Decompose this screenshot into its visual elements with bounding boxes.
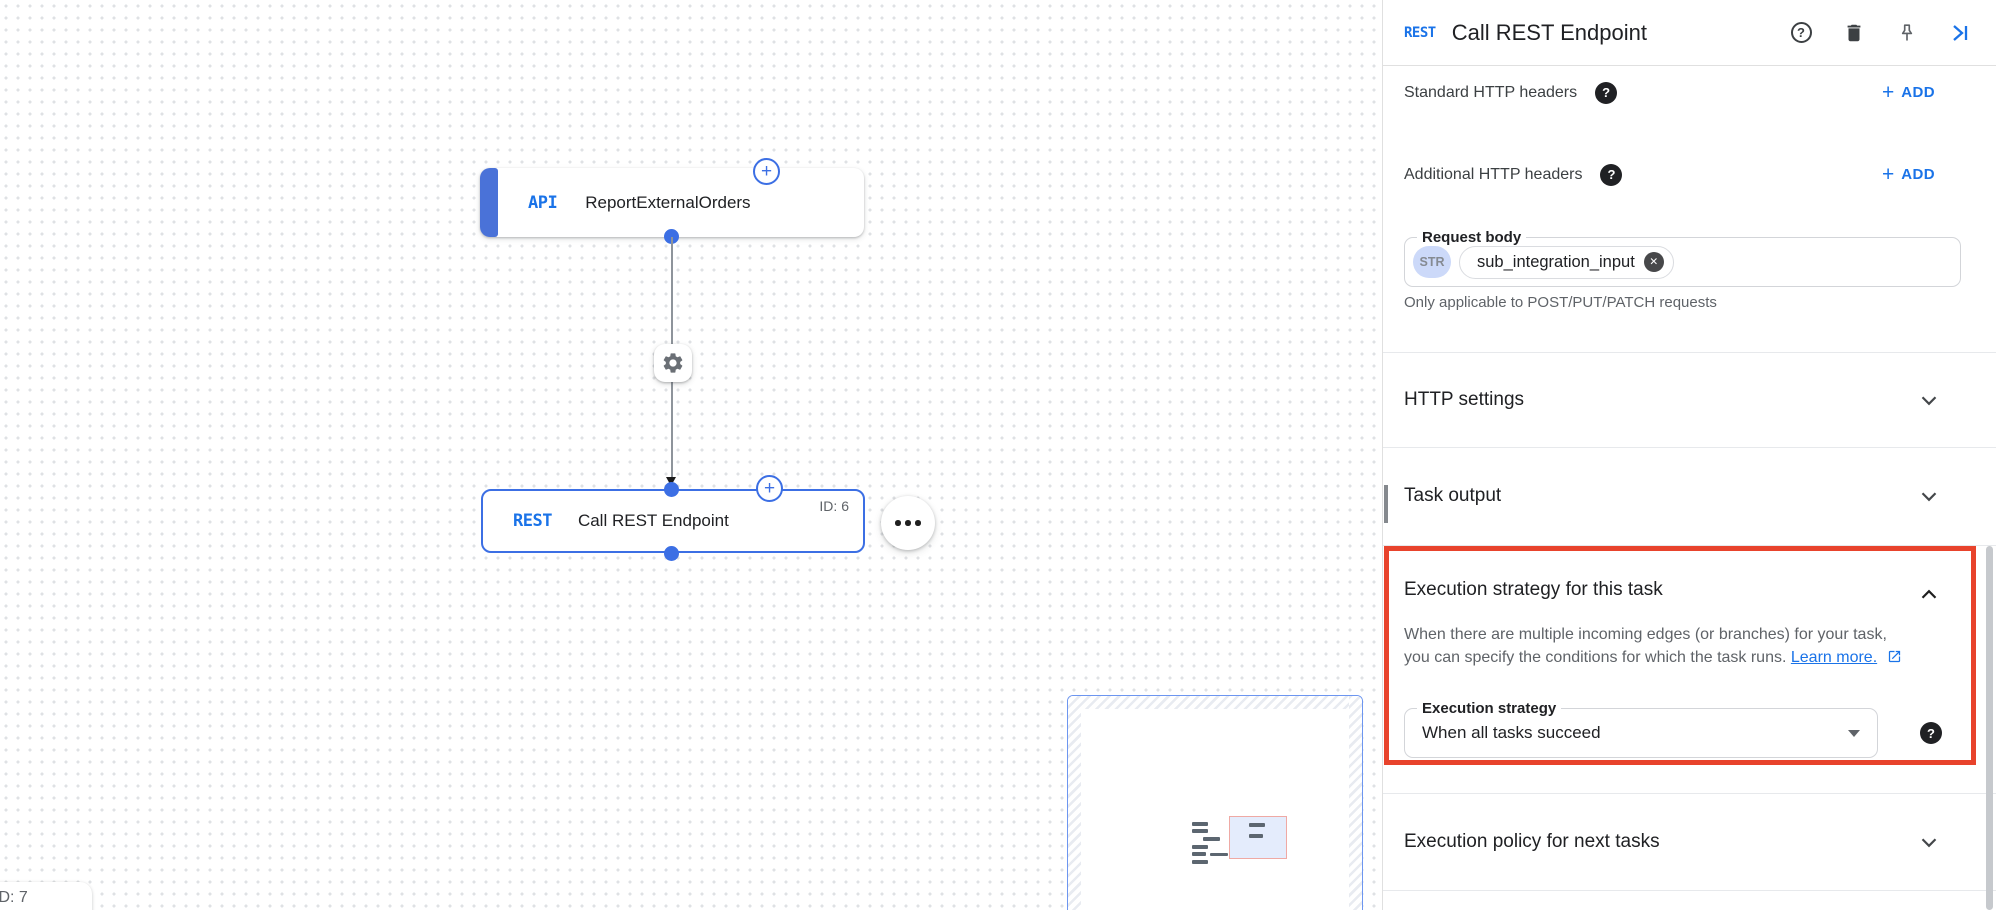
- node-title: ReportExternalOrders: [585, 192, 751, 212]
- edge-condition-button[interactable]: [654, 344, 692, 382]
- rest-badge: REST: [1404, 24, 1436, 41]
- add-additional-header-button[interactable]: + ADD: [1882, 163, 1935, 186]
- task-config-panel: REST Call REST Endpoint ?: [1382, 0, 1996, 910]
- request-body-label: Request body: [1417, 229, 1527, 246]
- help-icon[interactable]: ?: [1920, 722, 1942, 744]
- minimap[interactable]: [1067, 695, 1363, 910]
- divider: [1383, 545, 1996, 546]
- gear-icon: [663, 353, 683, 373]
- learn-more-link[interactable]: Learn more.: [1790, 649, 1878, 666]
- delete-task-button[interactable]: [1842, 21, 1866, 45]
- chevron-down-icon: [1921, 838, 1937, 847]
- partial-task-node[interactable]: ID: 7: [0, 882, 92, 910]
- help-icon: ?: [1790, 22, 1812, 43]
- collapse-panel-icon: [1953, 24, 1968, 41]
- execution-strategy-description: you can specify the conditions for which…: [1404, 649, 1902, 667]
- chevron-down-icon: [1921, 396, 1937, 405]
- divider: [1383, 793, 1996, 794]
- more-dots-icon: [895, 520, 901, 526]
- node-title: Call REST Endpoint: [577, 511, 729, 530]
- divider: [1383, 447, 1996, 448]
- plus-icon: +: [1882, 163, 1895, 186]
- help-button[interactable]: ?: [1789, 21, 1813, 45]
- input-port[interactable]: [664, 482, 679, 497]
- section-execution-policy[interactable]: Execution policy for next tasks: [1383, 793, 1996, 890]
- output-port[interactable]: [664, 229, 679, 244]
- standard-headers-row: Standard HTTP headers ? + ADD: [1404, 76, 1996, 109]
- additional-headers-row: Additional HTTP headers ? + ADD: [1404, 158, 1996, 191]
- panel-scroll-indicator: [1383, 485, 1388, 523]
- add-task-button[interactable]: +: [756, 475, 783, 502]
- task-node-report-external-orders[interactable]: API ReportExternalOrders: [480, 168, 864, 237]
- edge-arrow-icon: [666, 477, 676, 486]
- divider: [1383, 352, 1996, 353]
- execution-strategy-select[interactable]: Execution strategy When all tasks succee…: [1404, 700, 1878, 758]
- divider: [1383, 890, 1996, 891]
- standard-headers-label: Standard HTTP headers: [1404, 83, 1578, 101]
- variable-chip[interactable]: sub_integration_input ✕: [1459, 245, 1674, 279]
- output-port[interactable]: [664, 546, 679, 561]
- request-body-helper: Only applicable to POST/PUT/PATCH reques…: [1404, 294, 1717, 311]
- node-menu-button[interactable]: [881, 496, 935, 550]
- execution-strategy-description: When there are multiple incoming edges (…: [1404, 626, 1887, 643]
- execution-strategy-label: Execution strategy: [1417, 700, 1562, 717]
- pin-panel-button[interactable]: [1895, 21, 1919, 45]
- workflow-canvas[interactable]: API ReportExternalOrders + REST Call RES…: [0, 0, 1382, 910]
- collapse-panel-button[interactable]: [1948, 21, 1972, 45]
- help-icon[interactable]: ?: [1600, 163, 1623, 186]
- pin-icon: [1901, 23, 1913, 41]
- minimap-hatch-border: [1068, 696, 1362, 709]
- plus-icon: +: [1882, 81, 1895, 104]
- chevron-up-icon[interactable]: [1916, 582, 1942, 608]
- trash-icon: [1847, 24, 1861, 41]
- help-icon[interactable]: ?: [1595, 81, 1618, 104]
- panel-title: Call REST Endpoint: [1451, 19, 1647, 45]
- execution-strategy-value: When all tasks succeed: [1422, 723, 1601, 742]
- add-standard-header-button[interactable]: + ADD: [1882, 81, 1935, 104]
- node-accent-bar: [480, 168, 498, 237]
- api-badge: API: [528, 192, 558, 213]
- section-http-settings[interactable]: HTTP settings: [1383, 352, 1996, 447]
- node-id-label: ID: 6: [819, 498, 849, 514]
- additional-headers-label: Additional HTTP headers: [1404, 165, 1583, 183]
- rest-badge: REST: [513, 511, 552, 531]
- request-body-field[interactable]: Request body STR sub_integration_input ✕: [1404, 229, 1961, 287]
- panel-header: REST Call REST Endpoint ?: [1383, 0, 1996, 66]
- dropdown-caret-icon: [1848, 729, 1860, 737]
- node-id-label: ID: 7: [0, 889, 28, 906]
- remove-chip-icon[interactable]: ✕: [1643, 252, 1664, 272]
- panel-scrollbar[interactable]: [1986, 546, 1993, 910]
- type-chip: STR: [1413, 246, 1451, 278]
- add-task-button[interactable]: +: [753, 158, 780, 185]
- minimap-node: [1192, 822, 1208, 826]
- section-task-output[interactable]: Task output: [1383, 447, 1996, 545]
- chevron-down-icon: [1921, 492, 1937, 502]
- task-node-call-rest-endpoint[interactable]: REST Call REST Endpoint ID: 6: [481, 489, 865, 553]
- external-link-icon: [1888, 650, 1900, 663]
- section-execution-strategy-heading[interactable]: Execution strategy for this task: [1404, 579, 1663, 600]
- minimap-viewport[interactable]: [1229, 816, 1287, 859]
